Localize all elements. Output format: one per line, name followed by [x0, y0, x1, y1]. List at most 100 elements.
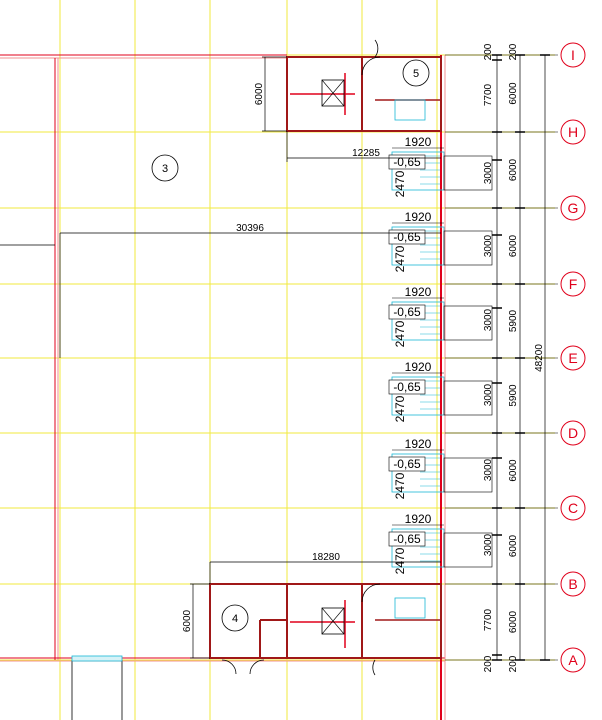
- sanitary-unit: [321, 607, 345, 635]
- axis-label-h: H: [568, 124, 578, 140]
- axis-marker-circle: [560, 195, 586, 221]
- sanitary-unit: [321, 79, 345, 107]
- stair-landing: [443, 155, 493, 191]
- level-box: [388, 531, 426, 547]
- stair-depth: 2470: [393, 547, 407, 574]
- stair-width: 1920: [405, 360, 432, 374]
- dim-right-segment: 3000: [483, 308, 494, 331]
- stair-depth: 2470: [393, 395, 407, 422]
- axis-label-a: A: [568, 652, 578, 668]
- axis-label-i: I: [571, 47, 575, 63]
- annex-bottom-left: [71, 655, 123, 720]
- dim-axis-segment: 5900: [508, 384, 519, 407]
- dim-axis-segment: 5900: [508, 309, 519, 332]
- service-block-bottom-outline: [209, 583, 442, 659]
- room-tag-4: 4: [232, 613, 238, 625]
- room-tag-circle: [151, 154, 179, 182]
- door-swing: [221, 659, 237, 675]
- dim-axis-segment: 6000: [508, 82, 519, 105]
- stair-level: -0,65: [393, 305, 421, 319]
- stair-bottom: [394, 597, 426, 619]
- service-block-top-outline: [286, 56, 442, 132]
- dim-height-bottom: 6000: [182, 609, 193, 632]
- level-box: [388, 456, 426, 472]
- axis-label-f: F: [569, 276, 578, 292]
- dim-height-top: 6000: [254, 82, 265, 105]
- stair-landing: [443, 305, 493, 341]
- dim-right-segment: 3000: [483, 383, 494, 406]
- dim-span-bottom: 18280: [312, 552, 340, 563]
- stair-width: 1920: [405, 437, 432, 451]
- dim-right-segment: 7700: [483, 608, 494, 631]
- stair-top: [394, 99, 426, 121]
- dim-span-mid: 30396: [236, 223, 264, 234]
- dim-span-top: 12285: [352, 148, 380, 159]
- stair-width: 1920: [405, 135, 432, 149]
- room-tag-5: 5: [413, 68, 419, 80]
- sanitary-unit: [321, 79, 345, 107]
- axis-marker-circle: [560, 495, 586, 521]
- stair-level: -0,65: [393, 155, 421, 169]
- room-tag-circle: [402, 59, 430, 87]
- level-box: [388, 229, 426, 245]
- axis-marker-circle: [560, 571, 586, 597]
- axis-marker-circle: [560, 345, 586, 371]
- dim-axis-segment: 200: [508, 43, 519, 60]
- axis-marker-circle: [560, 271, 586, 297]
- stair-level: -0,65: [393, 230, 421, 244]
- stair-depth: 2470: [393, 320, 407, 347]
- dim-right-segment: 3000: [483, 234, 494, 257]
- stair-level: -0,65: [393, 532, 421, 546]
- axis-marker-circle: [560, 42, 586, 68]
- stair-level: -0,65: [393, 380, 421, 394]
- stair-landing: [443, 457, 493, 493]
- dim-right-segment: 3000: [483, 161, 494, 184]
- dim-right-segment: 3000: [483, 533, 494, 556]
- stair-depth: 2470: [393, 245, 407, 272]
- stair-width: 1920: [405, 210, 432, 224]
- annex-door: [71, 655, 123, 662]
- room-tag-3: 3: [162, 163, 168, 175]
- axis-label-b: B: [568, 576, 577, 592]
- stair-landing: [443, 230, 493, 266]
- dim-axis-segment: 6000: [508, 158, 519, 181]
- stair-landing: [443, 380, 493, 416]
- stair-blocks: 1920-0,6524701920-0,6524701920-0,6524701…: [388, 135, 493, 574]
- stair-width: 1920: [405, 285, 432, 299]
- axis-marker-circle: [560, 647, 586, 673]
- level-box: [388, 304, 426, 320]
- stair-depth: 2470: [393, 472, 407, 499]
- level-box: [388, 379, 426, 395]
- door-swing: [249, 659, 265, 675]
- dim-axis-segment: 200: [508, 655, 519, 672]
- door-swing: [374, 39, 379, 58]
- service-block-top: [286, 39, 442, 132]
- dim-axis-segment: 6000: [508, 610, 519, 633]
- axis-marker-circle: [560, 119, 586, 145]
- room-tag-circle: [221, 604, 249, 632]
- stair-level: -0,65: [393, 457, 421, 471]
- door-swing: [372, 659, 376, 676]
- level-box: [388, 154, 426, 170]
- door-swing: [361, 56, 381, 76]
- grid-lines: [0, 0, 555, 720]
- stair-depth: 2470: [393, 170, 407, 197]
- axis-label-g: G: [568, 200, 579, 216]
- axis-label-e: E: [568, 350, 577, 366]
- axis-marker-circle: [560, 420, 586, 446]
- service-block-bottom: [209, 583, 442, 676]
- stair-landing: [443, 532, 493, 568]
- sanitary-unit: [321, 607, 345, 635]
- dim-right-segment: 3000: [483, 458, 494, 481]
- dim-axis-segment: 6000: [508, 459, 519, 482]
- dim-axis-segment: 6000: [508, 534, 519, 557]
